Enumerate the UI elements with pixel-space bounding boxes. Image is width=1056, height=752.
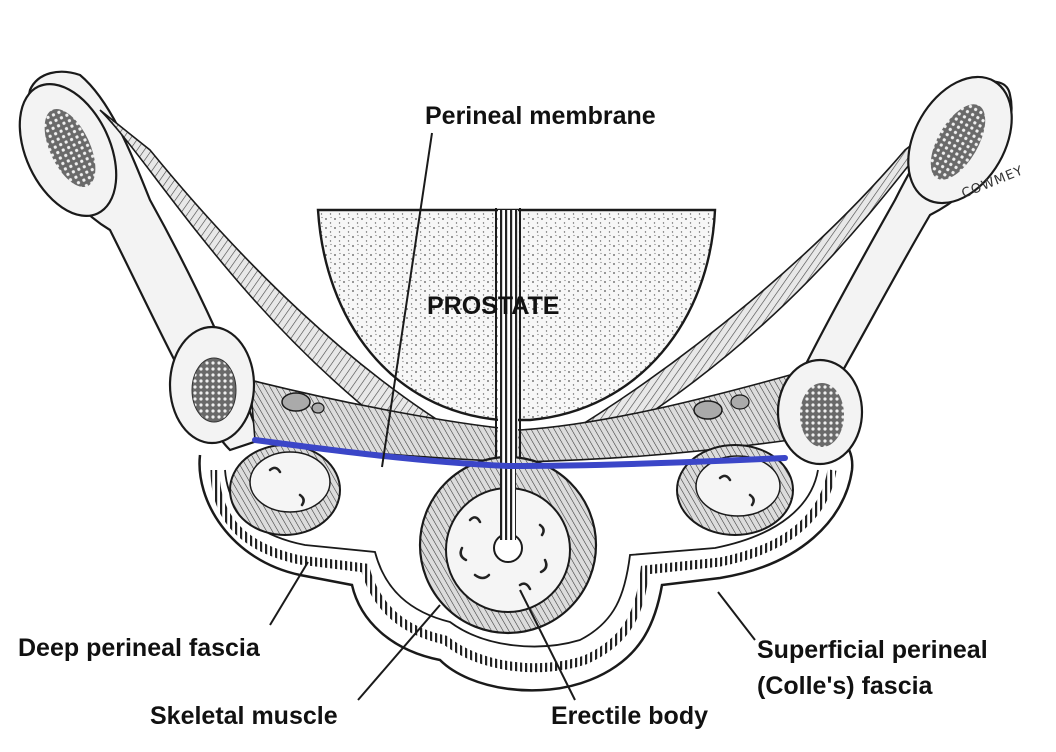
right-lower-marrow <box>800 383 844 447</box>
left-crus-erectile <box>249 451 331 513</box>
label-perineal-membrane: Perineal membrane <box>425 102 656 130</box>
vessel-left-1 <box>281 392 311 412</box>
left-upper-marrow <box>44 109 96 187</box>
leader-deep-fascia <box>269 561 309 626</box>
label-superficial-fascia-line2: (Colle's) fascia <box>757 672 933 700</box>
right-upper-marrow <box>930 104 986 180</box>
label-prostate: PROSTATE <box>427 292 560 320</box>
perineal-membrane-line <box>252 437 788 470</box>
label-skeletal-muscle: Skeletal muscle <box>150 702 338 730</box>
vessel-right-2 <box>730 394 750 410</box>
erectile-spaces <box>268 466 755 591</box>
leader-erectile-body <box>519 589 576 701</box>
label-superficial-fascia-line1: Superficial perineal <box>757 636 988 664</box>
deep-fascia-band <box>210 469 837 673</box>
deep-fascia-inner-line <box>224 469 819 648</box>
leader-lines <box>269 132 756 701</box>
right-crus-erectile <box>695 455 781 517</box>
label-deep-perineal-fascia: Deep perineal fascia <box>18 634 260 662</box>
vessel-left-2 <box>311 402 325 414</box>
leader-skeletal-muscle <box>357 604 441 701</box>
superficial-fascia-outline <box>198 432 854 692</box>
left-lower-marrow <box>191 357 237 423</box>
urethra-lower <box>500 420 516 540</box>
leader-perineal-membrane <box>381 132 433 468</box>
leader-superficial-fascia <box>717 591 756 641</box>
vessel-right-1 <box>693 400 723 420</box>
label-erectile-body: Erectile body <box>551 702 708 730</box>
